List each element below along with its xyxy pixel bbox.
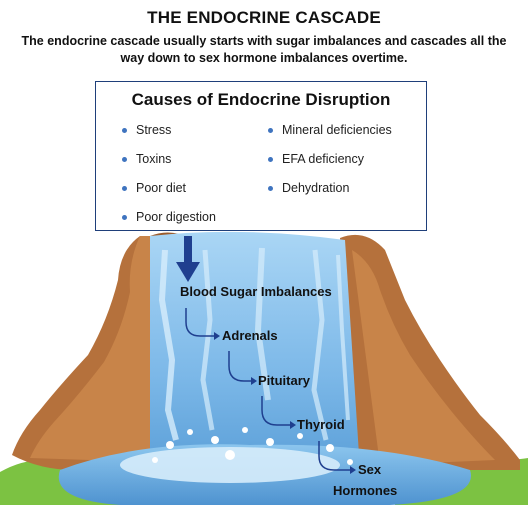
cause-item: Poor digestion <box>120 203 216 232</box>
causes-list-right: Mineral deficiencies EFA deficiency Dehy… <box>266 116 392 203</box>
causes-list-left: Stress Toxins Poor diet Poor digestion <box>120 116 216 232</box>
entry-arrow <box>176 236 200 282</box>
causes-box: Causes of Endocrine Disruption Stress To… <box>95 81 427 231</box>
cause-item: Poor diet <box>120 174 216 203</box>
stage-sex: Sex <box>358 462 382 477</box>
rock-right <box>340 234 520 470</box>
cause-item: Stress <box>120 116 216 145</box>
cascade-arrowheads <box>214 332 356 474</box>
stage-blood-sugar: Blood Sugar Imbalances <box>180 284 332 299</box>
cause-item: Toxins <box>120 145 216 174</box>
stage-adrenals: Adrenals <box>222 328 278 343</box>
stage-pituitary: Pituitary <box>258 373 311 388</box>
page-subtitle: The endocrine cascade usually starts wit… <box>21 34 507 65</box>
stage-hormones: Hormones <box>333 483 398 498</box>
causes-heading: Causes of Endocrine Disruption <box>131 90 391 109</box>
waterfall <box>150 231 360 470</box>
cause-item: Mineral deficiencies <box>266 116 392 145</box>
page-title: THE ENDOCRINE CASCADE <box>147 8 381 27</box>
cause-item: Dehydration <box>266 174 392 203</box>
cause-item: EFA deficiency <box>266 145 392 174</box>
stage-thyroid: Thyroid <box>297 417 345 432</box>
water-pool <box>58 427 471 505</box>
cascade-connectors <box>185 308 350 471</box>
